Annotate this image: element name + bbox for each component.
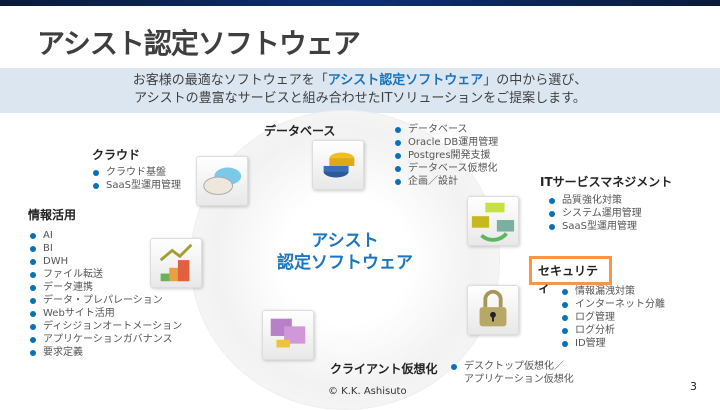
list-item: アプリケーションガバナンス — [29, 333, 182, 346]
lock-icon — [467, 285, 519, 335]
banner-text: 」の中から選び、 — [483, 73, 588, 88]
list-item: データ連携 — [29, 281, 182, 294]
client-virtualization-icon — [262, 310, 314, 360]
list-item: Postgres開発支援 — [394, 149, 498, 162]
database-icon — [312, 140, 364, 190]
list-item: ログ管理 — [561, 311, 665, 324]
banner-text: アシストの豊富なサービスと組み合わせたITソリューションをご提案します。 — [134, 91, 586, 106]
info-list: AI BI DWH ファイル転送 データ連携 データ・プレパレーション Webサ… — [29, 229, 182, 359]
list-item: ID管理 — [561, 337, 665, 350]
list-item: ファイル転送 — [29, 268, 182, 281]
itsm-list: 品質強化対策 システム運用管理 SaaS型運用管理 — [548, 194, 642, 233]
list-item: デスクトップ仮想化／ — [450, 360, 574, 373]
banner-highlight: アシスト認定ソフトウェア — [327, 73, 484, 88]
list-item: データベース — [394, 123, 498, 136]
list-item: AI — [29, 229, 182, 242]
database-list: データベース Oracle DB運用管理 Postgres開発支援 データベース… — [394, 123, 498, 188]
client-list: デスクトップ仮想化／ アプリケーション仮想化 — [450, 360, 574, 386]
list-item: ログ分析 — [561, 324, 665, 337]
list-item: 要求定義 — [29, 346, 182, 359]
list-item: システム運用管理 — [548, 207, 642, 220]
page-title: アシスト認定ソフトウェア — [37, 27, 361, 60]
category-title-security: セキュリティ — [529, 256, 612, 295]
chart-icon — [150, 238, 202, 288]
list-item: SaaS型運用管理 — [548, 220, 642, 233]
intro-banner: お客様の最適なソフトウェアを「アシスト認定ソフトウェア」の中から選び、 アシスト… — [0, 68, 720, 113]
list-item: DWH — [29, 255, 182, 268]
list-item: 品質強化対策 — [548, 194, 642, 207]
center-line: アシスト — [311, 231, 379, 251]
service-cycle-icon — [467, 196, 519, 246]
list-item: Webサイト活用 — [29, 307, 182, 320]
list-item: Oracle DB運用管理 — [394, 136, 498, 149]
list-item: ディシジョンオートメーション — [29, 320, 182, 333]
cloud-list: クラウド基盤 SaaS型運用管理 — [92, 166, 181, 192]
security-list: 情報漏洩対策 インターネット分離 ログ管理 ログ分析 ID管理 — [561, 285, 665, 350]
category-title-client: クライアント仮想化 — [330, 362, 438, 376]
cloud-icon — [196, 156, 248, 206]
list-item: 企画／設計 — [394, 175, 498, 188]
category-title-info: 情報活用 — [28, 208, 77, 222]
list-item-continuation: アプリケーション仮想化 — [464, 374, 574, 385]
category-title-cloud: クラウド — [92, 148, 141, 162]
category-title-itsm: ITサービスマネジメント — [540, 175, 673, 189]
banner-text: お客様の最適なソフトウェアを「 — [132, 73, 328, 88]
list-item: データベース仮想化 — [394, 162, 498, 175]
list-item: SaaS型運用管理 — [92, 179, 181, 192]
page-number: 3 — [690, 380, 697, 393]
category-title-database: データベース — [264, 124, 336, 138]
center-line: 認定ソフトウェア — [277, 253, 413, 273]
list-item: インターネット分離 — [561, 298, 665, 311]
list-item: BI — [29, 242, 182, 255]
center-label: アシスト認定ソフトウェア — [270, 230, 420, 274]
list-item: クラウド基盤 — [92, 166, 181, 179]
top-bar — [0, 0, 720, 6]
copyright: © K.K. Ashisuto — [328, 386, 407, 397]
list-item: 情報漏洩対策 — [561, 285, 665, 298]
list-item: データ・プレパレーション — [29, 294, 182, 307]
